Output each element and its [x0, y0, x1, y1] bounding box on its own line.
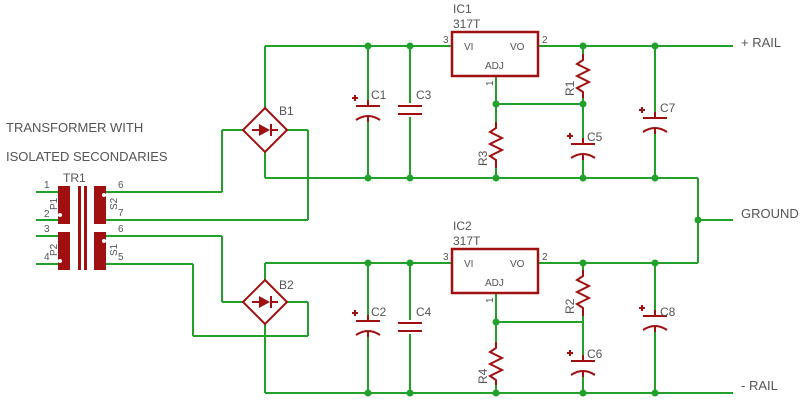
- transformer-caption-line2: ISOLATED SECONDARIES: [6, 149, 168, 164]
- label-c1: C1: [371, 88, 387, 102]
- capacitor-c1: [352, 95, 381, 122]
- ic1-pin-in: 3: [443, 35, 449, 46]
- label-r2: R2: [563, 298, 577, 314]
- label-c6: C6: [587, 347, 603, 361]
- pin-2: 2: [44, 209, 50, 220]
- pin-3: 3: [44, 224, 50, 235]
- label-s2: S2: [109, 197, 120, 210]
- tr1-dot-p2: [58, 259, 62, 263]
- label-c7: C7: [660, 101, 676, 115]
- label-ground: GROUND: [741, 206, 799, 221]
- label-p2: P2: [49, 243, 60, 256]
- regulator-ic1: [450, 30, 540, 78]
- bridge-b2: [241, 278, 289, 326]
- tr1-core-line-left: [78, 186, 81, 270]
- resistor-r1: [574, 54, 592, 98]
- label-ic2: IC2: [453, 219, 472, 233]
- tr1-secondary-core-top: [94, 186, 106, 224]
- capacitor-c4: [398, 322, 422, 332]
- capacitor-c6: [567, 350, 596, 377]
- resistor-r4: [487, 342, 505, 385]
- ic1-pin-adj: 1: [485, 80, 496, 86]
- label-ic1-part: 317T: [453, 17, 481, 31]
- ic1-adj: ADJ: [485, 61, 504, 72]
- pin-6a: 6: [118, 180, 124, 191]
- ic2-vo: VO: [510, 259, 525, 270]
- ic1-vo: VO: [510, 42, 525, 53]
- ic1-vi: VI: [464, 42, 473, 53]
- pin-7: 7: [118, 208, 124, 219]
- wires: [36, 45, 733, 394]
- resistor-r2: [574, 270, 592, 316]
- label-ic2-part: 317T: [453, 234, 481, 248]
- ic2-vi: VI: [464, 259, 473, 270]
- transformer-tr1: [58, 186, 137, 270]
- label-r3: R3: [476, 150, 490, 166]
- ic2-pin-adj: 1: [485, 297, 496, 303]
- ic2-pin-in: 3: [443, 252, 449, 263]
- tr1-dot-s2: [102, 193, 106, 197]
- pin-6b: 6: [118, 224, 124, 235]
- capacitor-c7: [639, 107, 668, 134]
- capacitor-c3: [398, 105, 422, 115]
- pin-1: 1: [44, 180, 50, 191]
- label-minus-rail: - RAIL: [741, 378, 778, 393]
- resistor-r3: [487, 122, 505, 168]
- bridge-b1: [241, 106, 289, 154]
- text-labels: TRANSFORMER WITH ISOLATED SECONDARIES TR…: [6, 2, 799, 393]
- label-c2: C2: [371, 305, 387, 319]
- label-ic1: IC1: [453, 2, 472, 16]
- label-r1: R1: [563, 80, 577, 96]
- label-s1: S1: [109, 243, 120, 256]
- tr1-dot-s1: [102, 239, 106, 243]
- regulator-ic2: [450, 247, 540, 295]
- ic2-pin-out: 2: [542, 252, 548, 263]
- ic2-adj: ADJ: [485, 278, 504, 289]
- capacitor-c8: [639, 305, 668, 332]
- label-c5: C5: [587, 130, 603, 144]
- ic1-pin-out: 2: [542, 35, 548, 46]
- tr1-secondary-core-bottom: [94, 232, 106, 270]
- label-c3: C3: [416, 88, 432, 102]
- pin-4: 4: [44, 252, 50, 263]
- label-b1: B1: [279, 104, 294, 118]
- tr1-core-line-right: [84, 186, 87, 270]
- capacitor-c5: [567, 133, 596, 160]
- label-r4: R4: [476, 368, 490, 384]
- capacitor-c2: [352, 310, 381, 337]
- label-tr1: TR1: [63, 171, 86, 185]
- transformer-caption-line1: TRANSFORMER WITH: [6, 120, 143, 135]
- label-b2: B2: [279, 278, 294, 292]
- pin-5: 5: [118, 252, 124, 263]
- label-p1: P1: [49, 197, 60, 210]
- label-c4: C4: [416, 305, 432, 319]
- label-c8: C8: [660, 305, 676, 319]
- junction-dots: [364, 42, 702, 397]
- tr1-dot-p1: [58, 213, 62, 217]
- label-plus-rail: + RAIL: [741, 35, 781, 50]
